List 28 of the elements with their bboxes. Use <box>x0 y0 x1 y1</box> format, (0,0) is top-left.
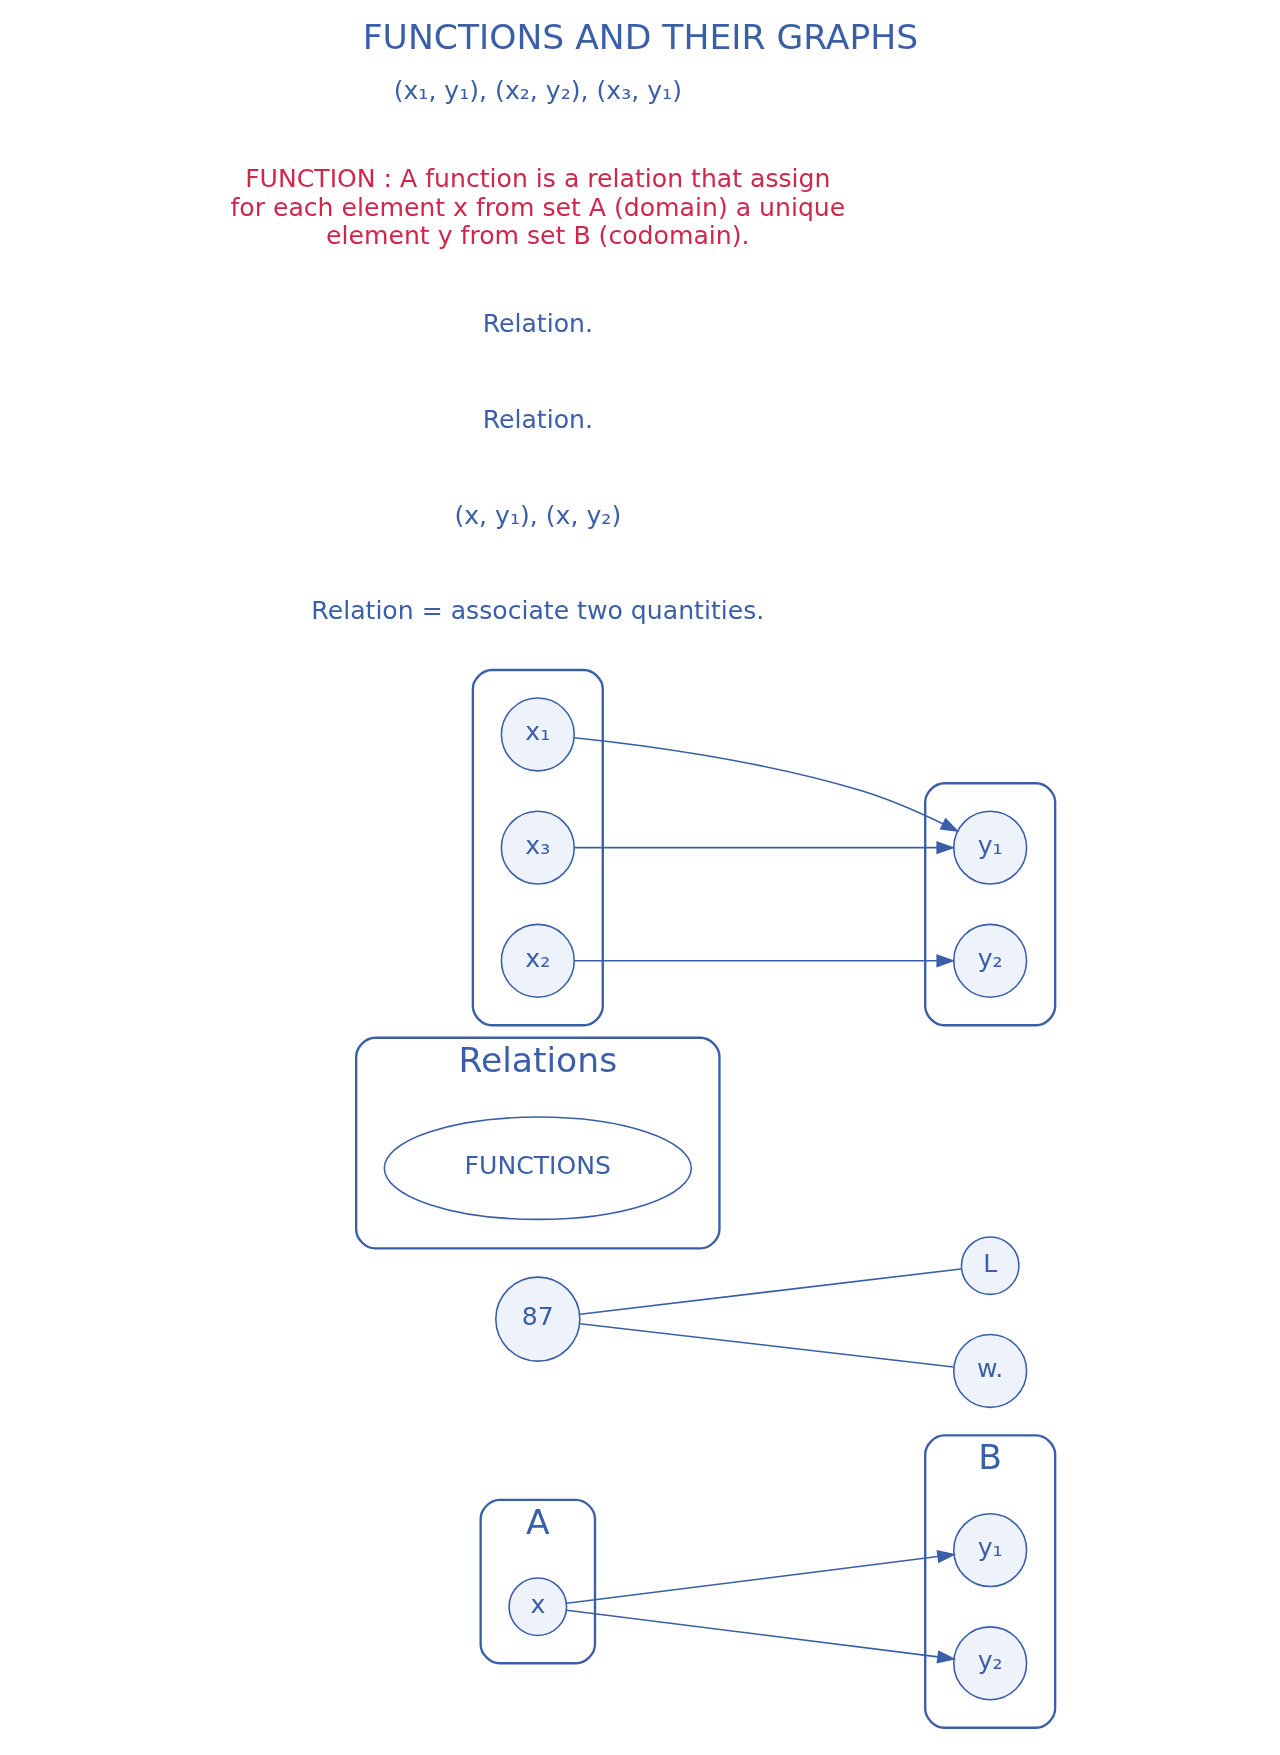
node-circle: x₃ <box>500 810 575 885</box>
node-circle: x₁ <box>500 697 575 772</box>
node-circle: y₁ <box>952 810 1027 885</box>
node-circle: y₂ <box>952 1626 1027 1701</box>
arrow <box>573 736 959 833</box>
connector <box>578 1323 954 1368</box>
node-circle: x <box>507 1577 567 1637</box>
connector <box>578 1268 962 1316</box>
node-circle: w. <box>952 1333 1027 1409</box>
label: (x₁, y₁), (x₂, y₂), (x₃, y₁) <box>393 76 682 106</box>
arrow <box>565 1609 956 1664</box>
label: (x, y₁), (x, y₂) <box>453 500 621 530</box>
arrow <box>573 954 955 968</box>
node-circle: y₂ <box>952 923 1027 998</box>
node-circle: L <box>960 1236 1020 1296</box>
label: Relation. <box>482 404 593 434</box>
diagram-title: FUNCTIONS AND THEIR GRAPHS <box>362 16 918 57</box>
arrow <box>573 841 955 855</box>
node-circle: x₂ <box>500 923 575 998</box>
arrow <box>565 1550 956 1605</box>
label: Relation. <box>482 308 593 338</box>
node-circle: 87 <box>494 1276 581 1362</box>
node-circle: y₁ <box>952 1512 1027 1588</box>
label: FUNCTION : A function is a relation that assign for each element x from set A (domain) a unique element y from set B (codomain). <box>229 164 845 250</box>
node-ellipse: FUNCTIONS <box>383 1116 692 1221</box>
cluster <box>471 668 604 1027</box>
cluster <box>923 782 1056 1027</box>
label: Relation = associate two quantities. <box>310 596 764 626</box>
